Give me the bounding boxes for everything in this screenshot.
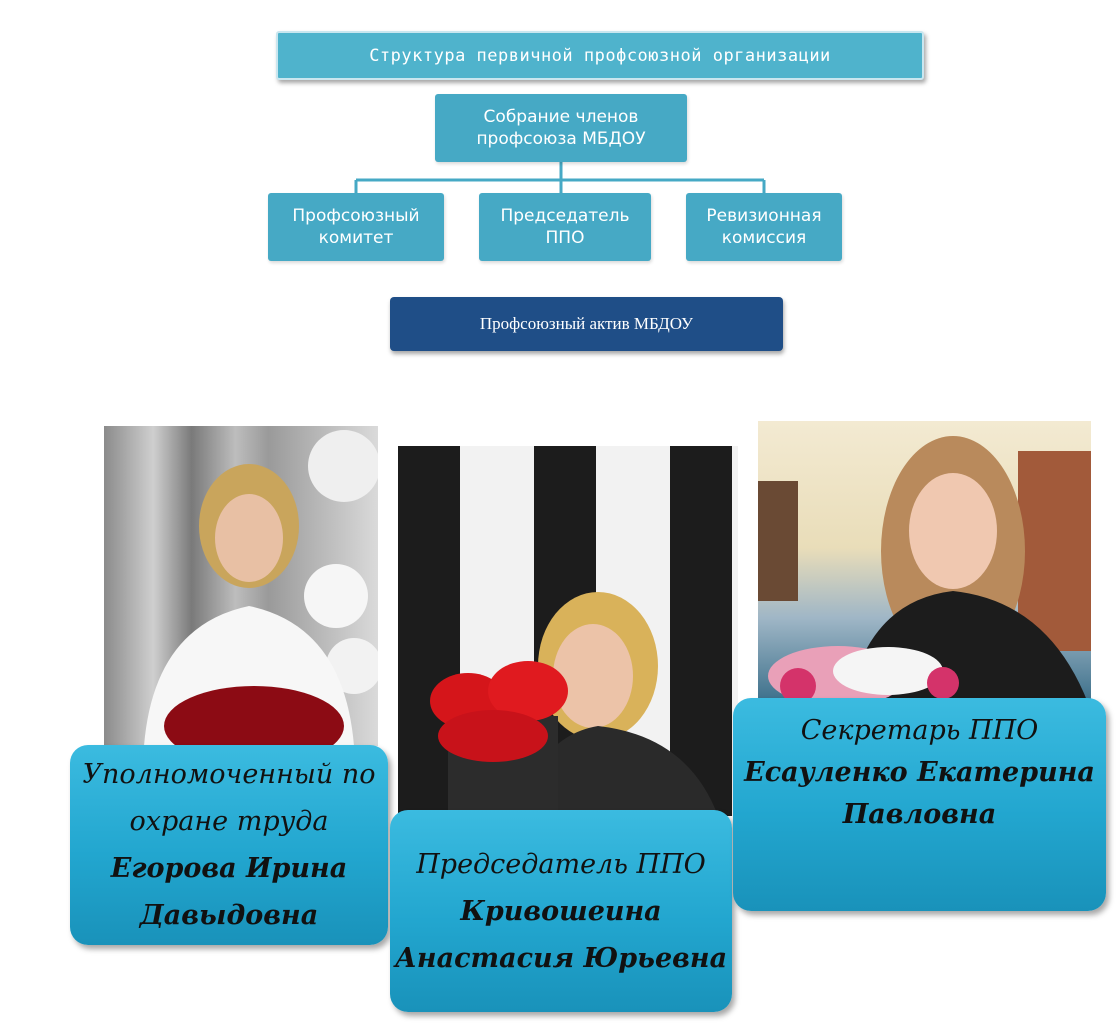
card-name: Кривошеина Анастасия Юрьевна — [394, 895, 728, 974]
org-node-audit-commission: Ревизионная комиссия — [686, 193, 842, 261]
org-node-union-committee: Профсоюзный комитет — [268, 193, 444, 261]
org-node-union-activists: Профсоюзный актив МБДОУ — [390, 297, 783, 351]
card-secretary: Секретарь ППО Есауленко Екатерина Павлов… — [733, 698, 1106, 911]
card-name: Егорова Ирина Давыдовна — [110, 853, 348, 931]
card-role: Председатель ППО — [416, 848, 706, 880]
diagram-title: Структура первичной профсоюзной организа… — [276, 31, 924, 80]
photo-secretary — [758, 421, 1091, 703]
org-node-audit-commission-label: Ревизионная комиссия — [706, 205, 822, 248]
card-chairman: Председатель ППО Кривошеина Анастасия Юр… — [390, 810, 732, 1012]
photo-labor-safety-representative — [104, 426, 378, 746]
org-node-chairman-label: Председатель ППО — [500, 205, 630, 248]
photo-chairman — [398, 446, 738, 816]
org-node-chairman: Председатель ППО — [479, 193, 651, 261]
org-node-union-activists-label: Профсоюзный актив МБДОУ — [479, 314, 694, 333]
org-node-general-meeting-label: Собрание членов профсоюза МБДОУ — [476, 106, 646, 149]
card-labor-safety-representative: Уполномоченный по охране труда Егорова И… — [70, 745, 388, 945]
card-role: Секретарь ППО — [800, 715, 1039, 746]
card-name: Есауленко Екатерина Павловна — [744, 757, 1095, 830]
org-node-general-meeting: Собрание членов профсоюза МБДОУ — [435, 94, 687, 162]
card-role: Уполномоченный по охране труда — [82, 759, 376, 837]
org-node-union-committee-label: Профсоюзный комитет — [292, 205, 420, 248]
